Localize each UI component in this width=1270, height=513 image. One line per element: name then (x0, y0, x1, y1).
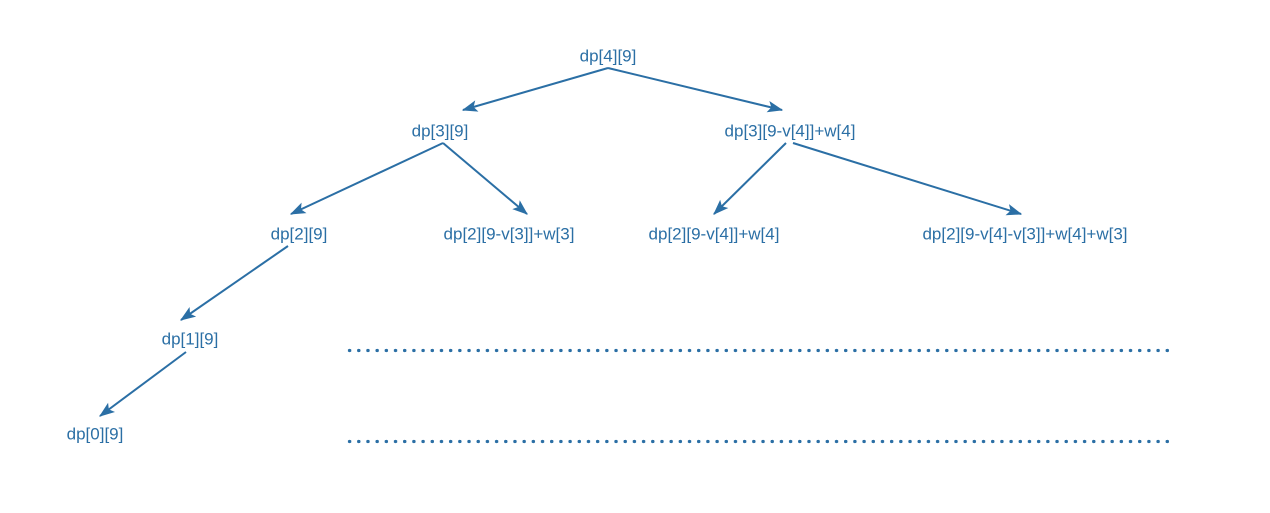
node-label-n3: dp[2][9] (270, 224, 328, 244)
node-label-n7: dp[1][9] (161, 329, 219, 349)
edges-group (99, 67, 1023, 417)
ellipsis-rule-1 (345, 348, 1173, 353)
edge-arrow-n0-to-n1 (461, 67, 609, 112)
node-label-n6: dp[2][9-v[4]-v[3]]+w[4]+w[3] (922, 224, 1128, 244)
node-label-n0: dp[4][9] (579, 46, 637, 66)
edge-arrow-n3-to-n7 (180, 245, 289, 321)
node-label-n8: dp[0][9] (66, 424, 124, 444)
ellipsis-rule-2 (345, 439, 1173, 444)
edge-arrow-n0-to-n2 (607, 67, 784, 113)
edge-arrow-n7-to-n8 (99, 351, 187, 417)
edge-arrow-n1-to-n3 (289, 142, 444, 215)
node-label-n1: dp[3][9] (411, 121, 469, 141)
edge-arrow-n2-to-n5 (713, 142, 787, 215)
node-label-n2: dp[3][9-v[4]]+w[4] (724, 121, 856, 141)
edge-arrow-n2-to-n6 (792, 142, 1023, 216)
edge-arrow-n1-to-n4 (442, 142, 528, 215)
node-label-n4: dp[2][9-v[3]]+w[3] (443, 224, 575, 244)
node-label-n5: dp[2][9-v[4]]+w[4] (648, 224, 780, 244)
